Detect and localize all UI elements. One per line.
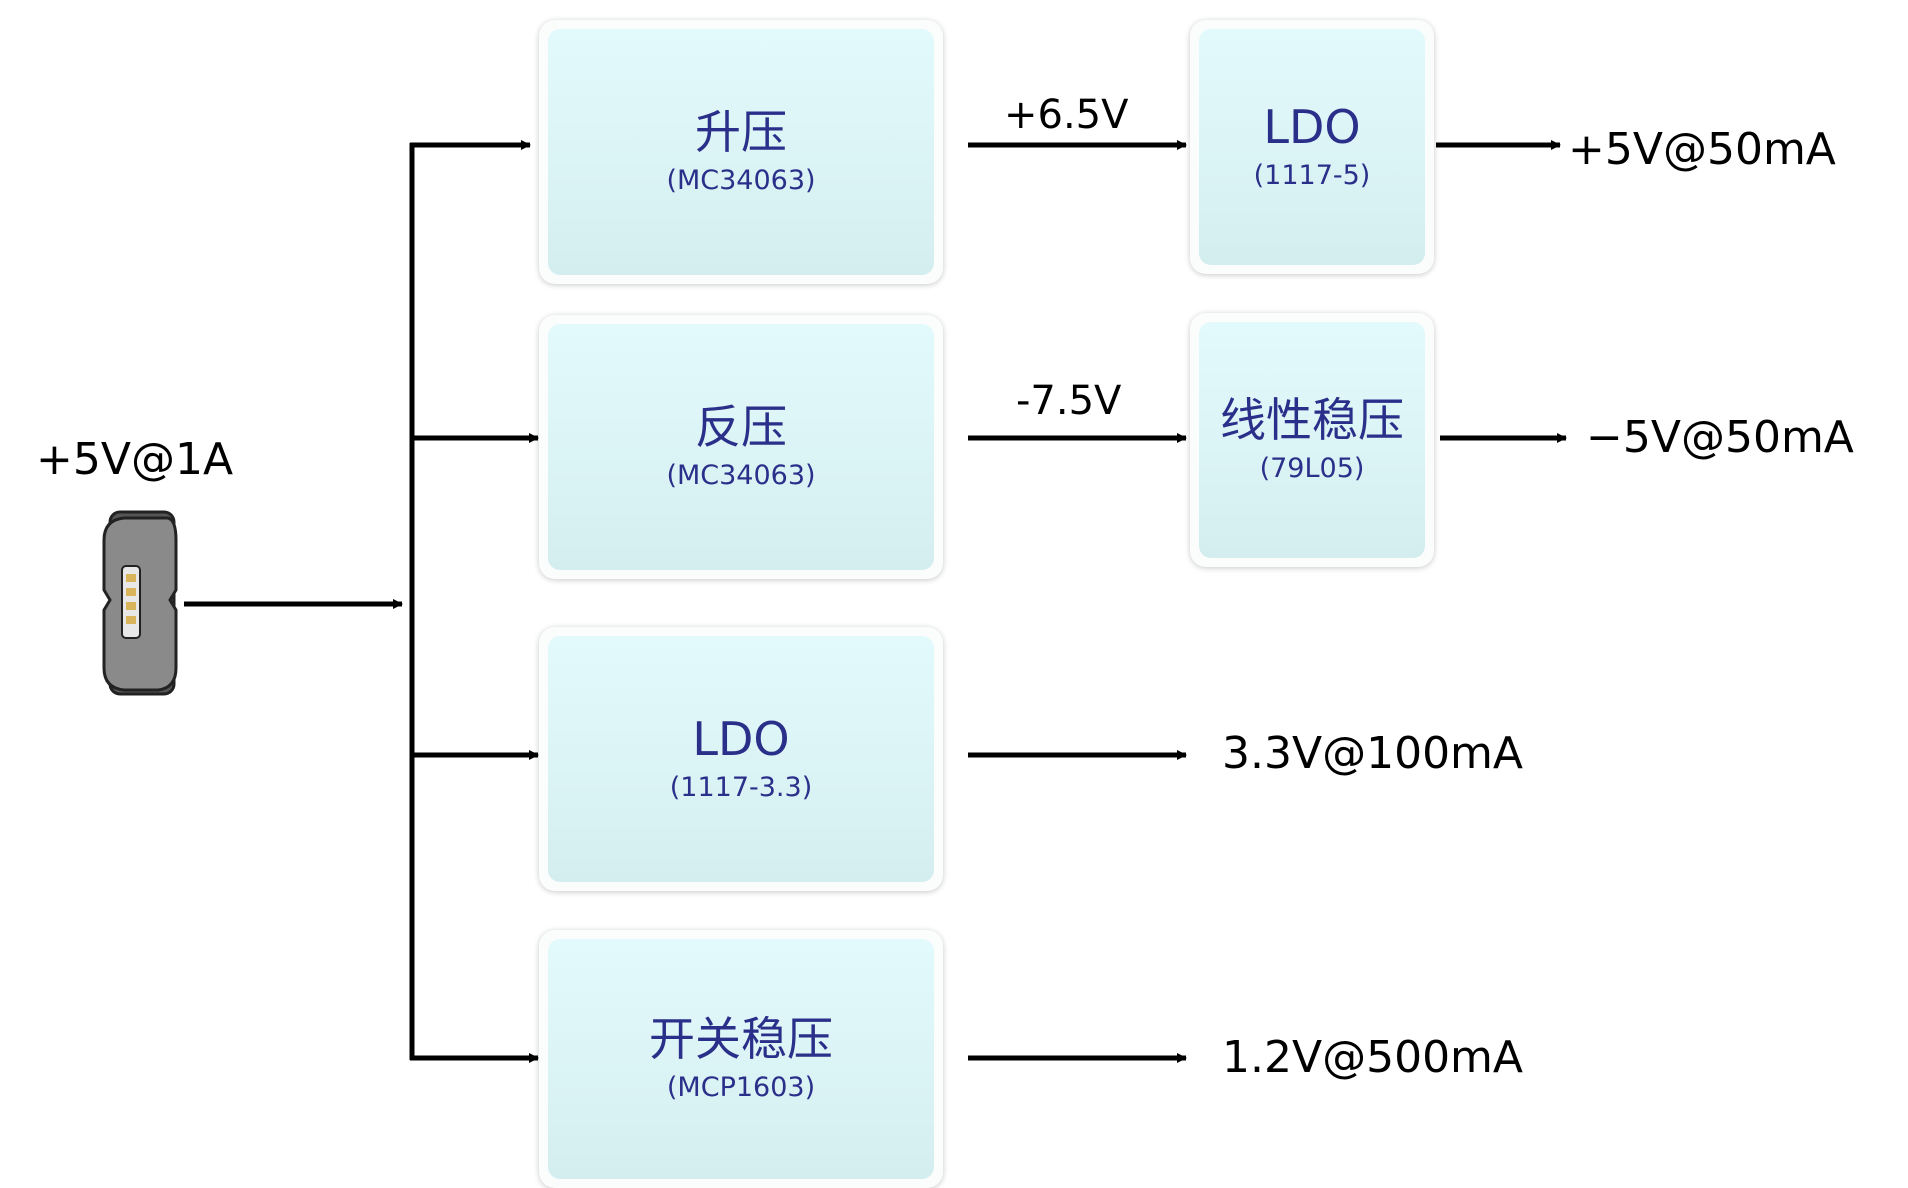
input-voltage-label: +5V@1A [36,434,234,485]
branch-4-stage1-title: 开关稳压 [649,1012,833,1066]
branch-2-stage2-part: (79L05) [1259,452,1365,484]
branch-1-output-label: +5V@50mA [1568,124,1836,175]
usb-connector-icon [102,510,178,696]
branch-3-stage1-title: LDO [692,712,790,766]
branch-3-output-label: 3.3V@100mA [1222,728,1524,779]
branch-1-stage1-block: 升压 (MC34063) [539,20,943,284]
branch-2-stage1-part: (MC34063) [666,459,816,491]
branch-4-stage1-block: 开关稳压 (MCP1603) [539,930,943,1188]
branch-3-stage1-block: LDO (1117-3.3) [539,627,943,891]
branch-1-stage1-title: 升压 [695,105,787,159]
branch-2-stage2-title: 线性稳压 [1220,393,1404,447]
branch-1-stage2-title: LDO [1263,100,1361,154]
branch-2-stage2-block: 线性稳压 (79L05) [1190,313,1434,567]
branch-1-mid-voltage: +6.5V [1004,92,1129,138]
branch-1-stage2-block: LDO (1117-5) [1190,20,1434,274]
branch-2-stage1-block: 反压 (MC34063) [539,315,943,579]
branch-3-stage1-part: (1117-3.3) [669,771,813,803]
branch-1-stage2-part: (1117-5) [1253,159,1371,191]
branch-2-mid-voltage: -7.5V [1016,378,1122,424]
branch-2-stage1-title: 反压 [695,400,787,454]
branch-4-output-label: 1.2V@500mA [1222,1032,1524,1083]
branch-4-stage1-part: (MCP1603) [666,1071,816,1103]
branch-2-output-label: −5V@50mA [1586,412,1854,463]
branch-1-stage1-part: (MC34063) [666,164,816,196]
